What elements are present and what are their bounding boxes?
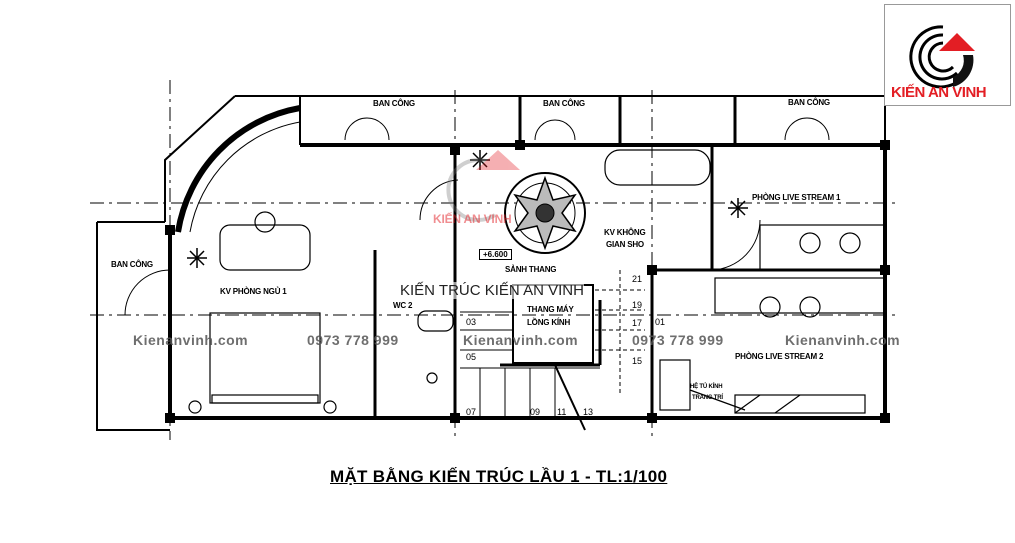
stair-number: 17 xyxy=(632,318,643,328)
balcony-doors xyxy=(124,117,830,316)
label-balcony-top-1: BAN CÔNG xyxy=(373,99,415,108)
stair-number: 07 xyxy=(466,407,477,417)
contact-phone: 0973 778 999 xyxy=(307,332,399,348)
label-cabinet-1: HỆ TỦ KÍNH xyxy=(690,384,723,390)
label-balcony-top-2: BAN CÔNG xyxy=(543,99,585,108)
label-live-stream-2: PHÒNG LIVE STREAM 2 xyxy=(735,352,824,361)
label-space-2: GIAN SHO xyxy=(606,240,644,249)
stair-number: 09 xyxy=(530,407,541,417)
outer-walls xyxy=(96,95,890,431)
label-wc: WC 2 xyxy=(393,301,413,310)
logo-icon xyxy=(909,25,975,89)
watermark-center-text: KIẾN TRÚC KIẾN AN VINH xyxy=(400,282,584,299)
label-balcony-top-3: BAN CÔNG xyxy=(788,98,830,107)
plants xyxy=(187,150,748,268)
logo-text: KIẾN AN VINH xyxy=(891,84,987,101)
label-live-stream-1: PHÒNG LIVE STREAM 1 xyxy=(752,193,841,202)
floor-rosette xyxy=(504,172,586,254)
staircase xyxy=(460,270,645,431)
label-hall: SẢNH THANG xyxy=(505,265,557,274)
stair-number: 19 xyxy=(632,300,643,310)
curved-window-wall xyxy=(175,105,301,233)
stair-number: 13 xyxy=(583,407,594,417)
furniture xyxy=(188,149,886,414)
contact-website: Kienanvinh.com xyxy=(133,332,249,348)
balcony-partitions xyxy=(518,96,737,145)
watermark-logo-icon xyxy=(446,150,520,222)
elevation-marker: +6.600 xyxy=(479,249,512,260)
label-balcony-left: BAN CÔNG xyxy=(111,260,153,269)
label-elevator-1: THANG MÁY xyxy=(527,305,574,314)
contact-website: Kienanvinh.com xyxy=(785,332,901,348)
columns xyxy=(165,140,890,423)
contact-website: Kienanvinh.com xyxy=(463,332,579,348)
brand-logo: KIẾN AN VINH xyxy=(884,4,1011,106)
stair-number: 15 xyxy=(632,356,643,366)
label-bedroom: KV PHÒNG NGỦ 1 xyxy=(220,287,287,296)
label-space-1: KV KHÔNG xyxy=(604,228,646,237)
contact-phone: 0973 778 999 xyxy=(632,332,724,348)
label-cabinet-2: TRANG TRÍ xyxy=(692,395,723,401)
watermark-logo-text: KIẾN AN VINH xyxy=(433,212,512,226)
stair-number: 03 xyxy=(466,317,477,327)
drawing-title: MẶT BẰNG KIẾN TRÚC LẦU 1 - TL:1/100 xyxy=(330,467,668,486)
stair-number: 01 xyxy=(655,317,666,327)
stair-number: 21 xyxy=(632,274,643,284)
label-elevator-2: LỒNG KÍNH xyxy=(527,318,571,327)
grid-axes xyxy=(90,80,900,440)
stair-number: 05 xyxy=(466,352,477,362)
stair-number: 11 xyxy=(557,407,567,417)
